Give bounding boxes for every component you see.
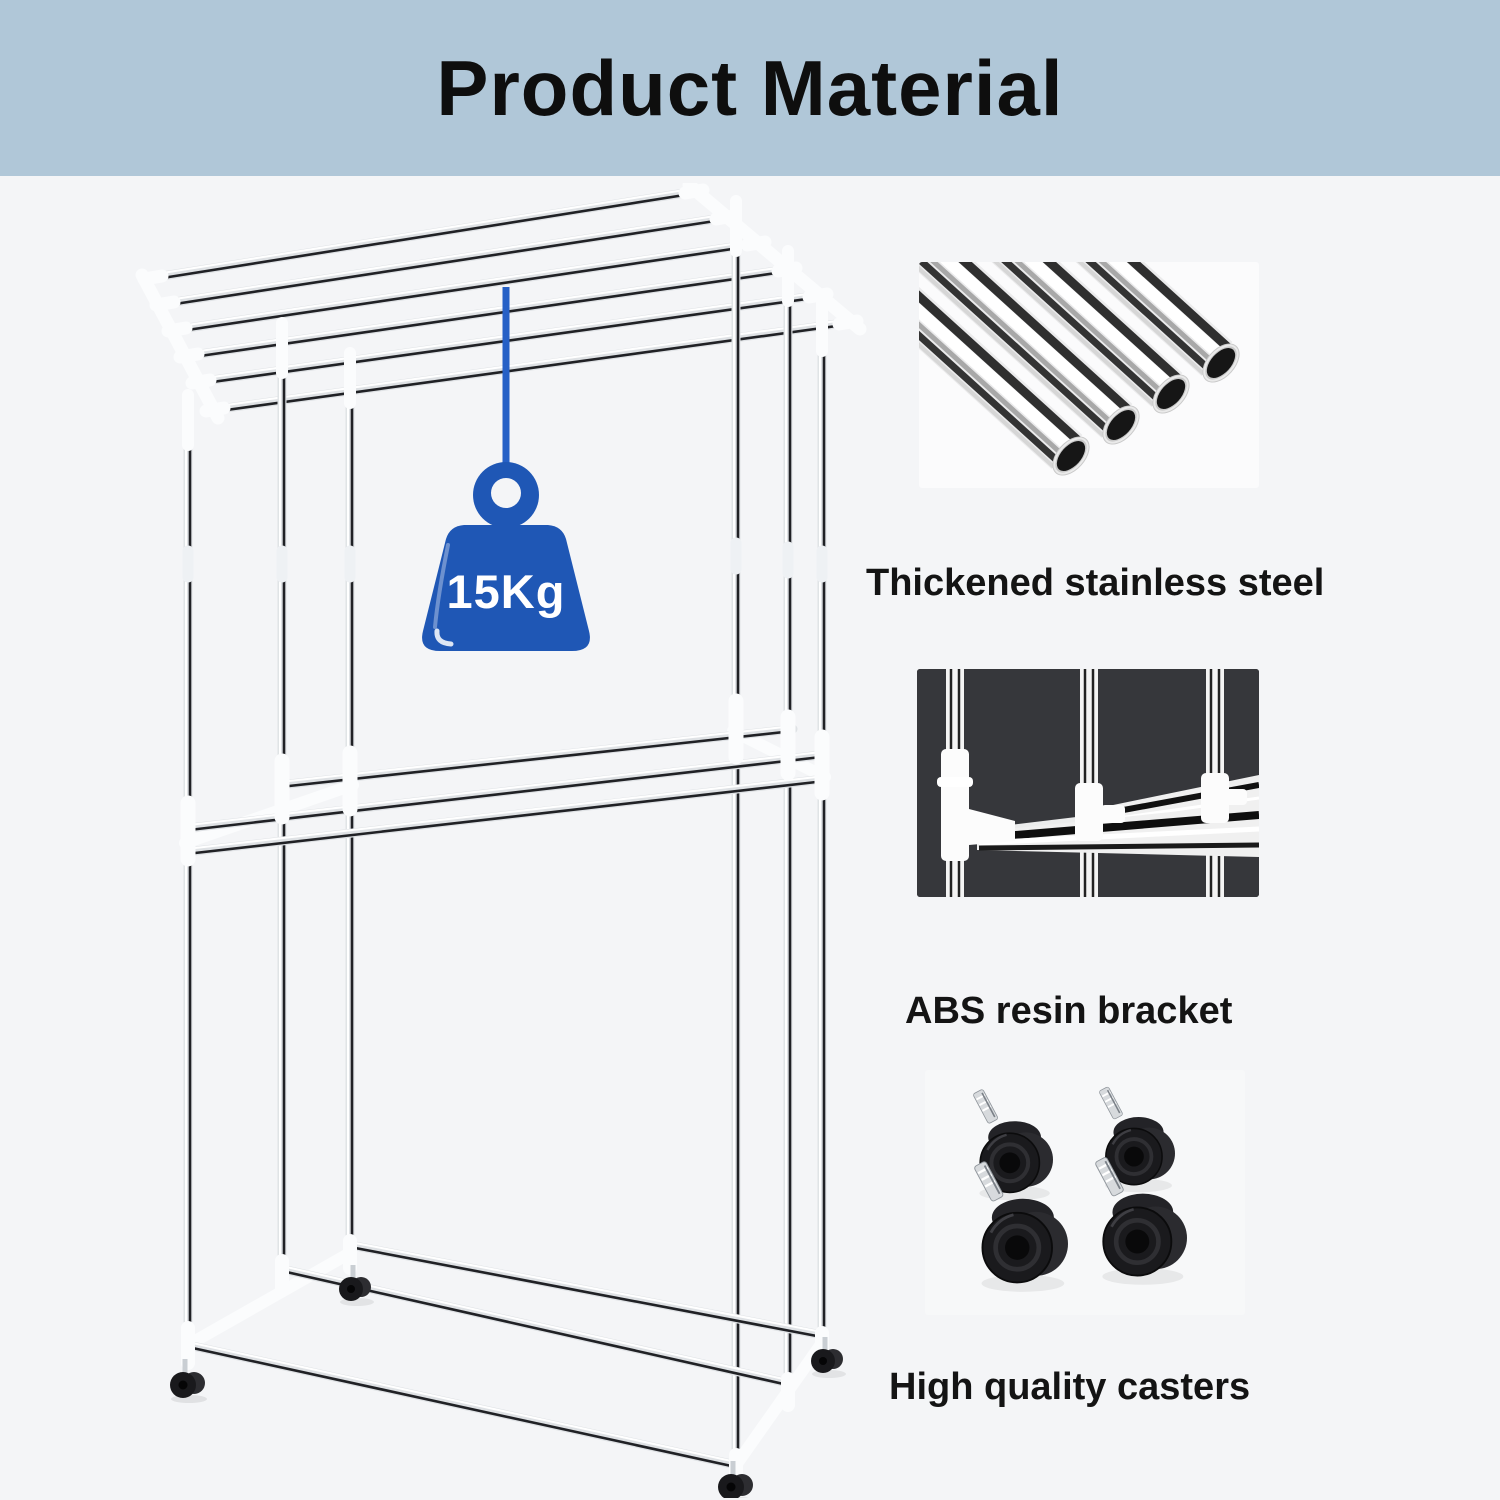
weight-capacity-label: 15Kg [447, 565, 566, 618]
horizontal-rod [977, 803, 1259, 857]
rack-photo-area: 15Kg [85, 178, 875, 1500]
abs-bracket-illustration [917, 669, 1259, 897]
feature-photo-casters [925, 1070, 1245, 1315]
feature-photo-stainless-tubes [919, 262, 1259, 488]
rack-middle-shelf [179, 693, 831, 867]
rack-rod-end-caps [137, 183, 864, 418]
feature-caption-casters: High quality casters [889, 1366, 1251, 1408]
steel-tube [919, 262, 1140, 445]
page-title: Product Material [436, 43, 1064, 132]
product-rack-image: 15Kg [135, 178, 867, 1500]
rack-bottom-frame [181, 1234, 829, 1492]
caster-wheel-icon [811, 1337, 846, 1378]
header-banner: Product Material [0, 0, 1500, 176]
casters-illustration [925, 1084, 1245, 1315]
abs-bracket [1201, 773, 1247, 823]
rack-top-rods [145, 186, 856, 415]
rack-casters [170, 1265, 846, 1500]
steel-tube [991, 262, 1190, 414]
caster-wheel-icon [339, 1265, 374, 1306]
stainless-tubes-illustration [919, 262, 1240, 476]
rack-leg-connectors [182, 195, 828, 583]
abs-bracket [937, 749, 1015, 861]
feature-caption-abs-bracket: ABS resin bracket [905, 990, 1233, 1032]
feature-caption-stainless-steel: Thickened stainless steel [866, 562, 1325, 604]
caster-wheel-icon [170, 1359, 207, 1403]
steel-tube [919, 286, 1090, 476]
abs-bracket [1075, 783, 1125, 841]
feature-photo-abs-bracket [917, 669, 1259, 897]
weight-capacity-badge: 15Kg [422, 287, 590, 651]
steel-tube [1075, 262, 1240, 383]
